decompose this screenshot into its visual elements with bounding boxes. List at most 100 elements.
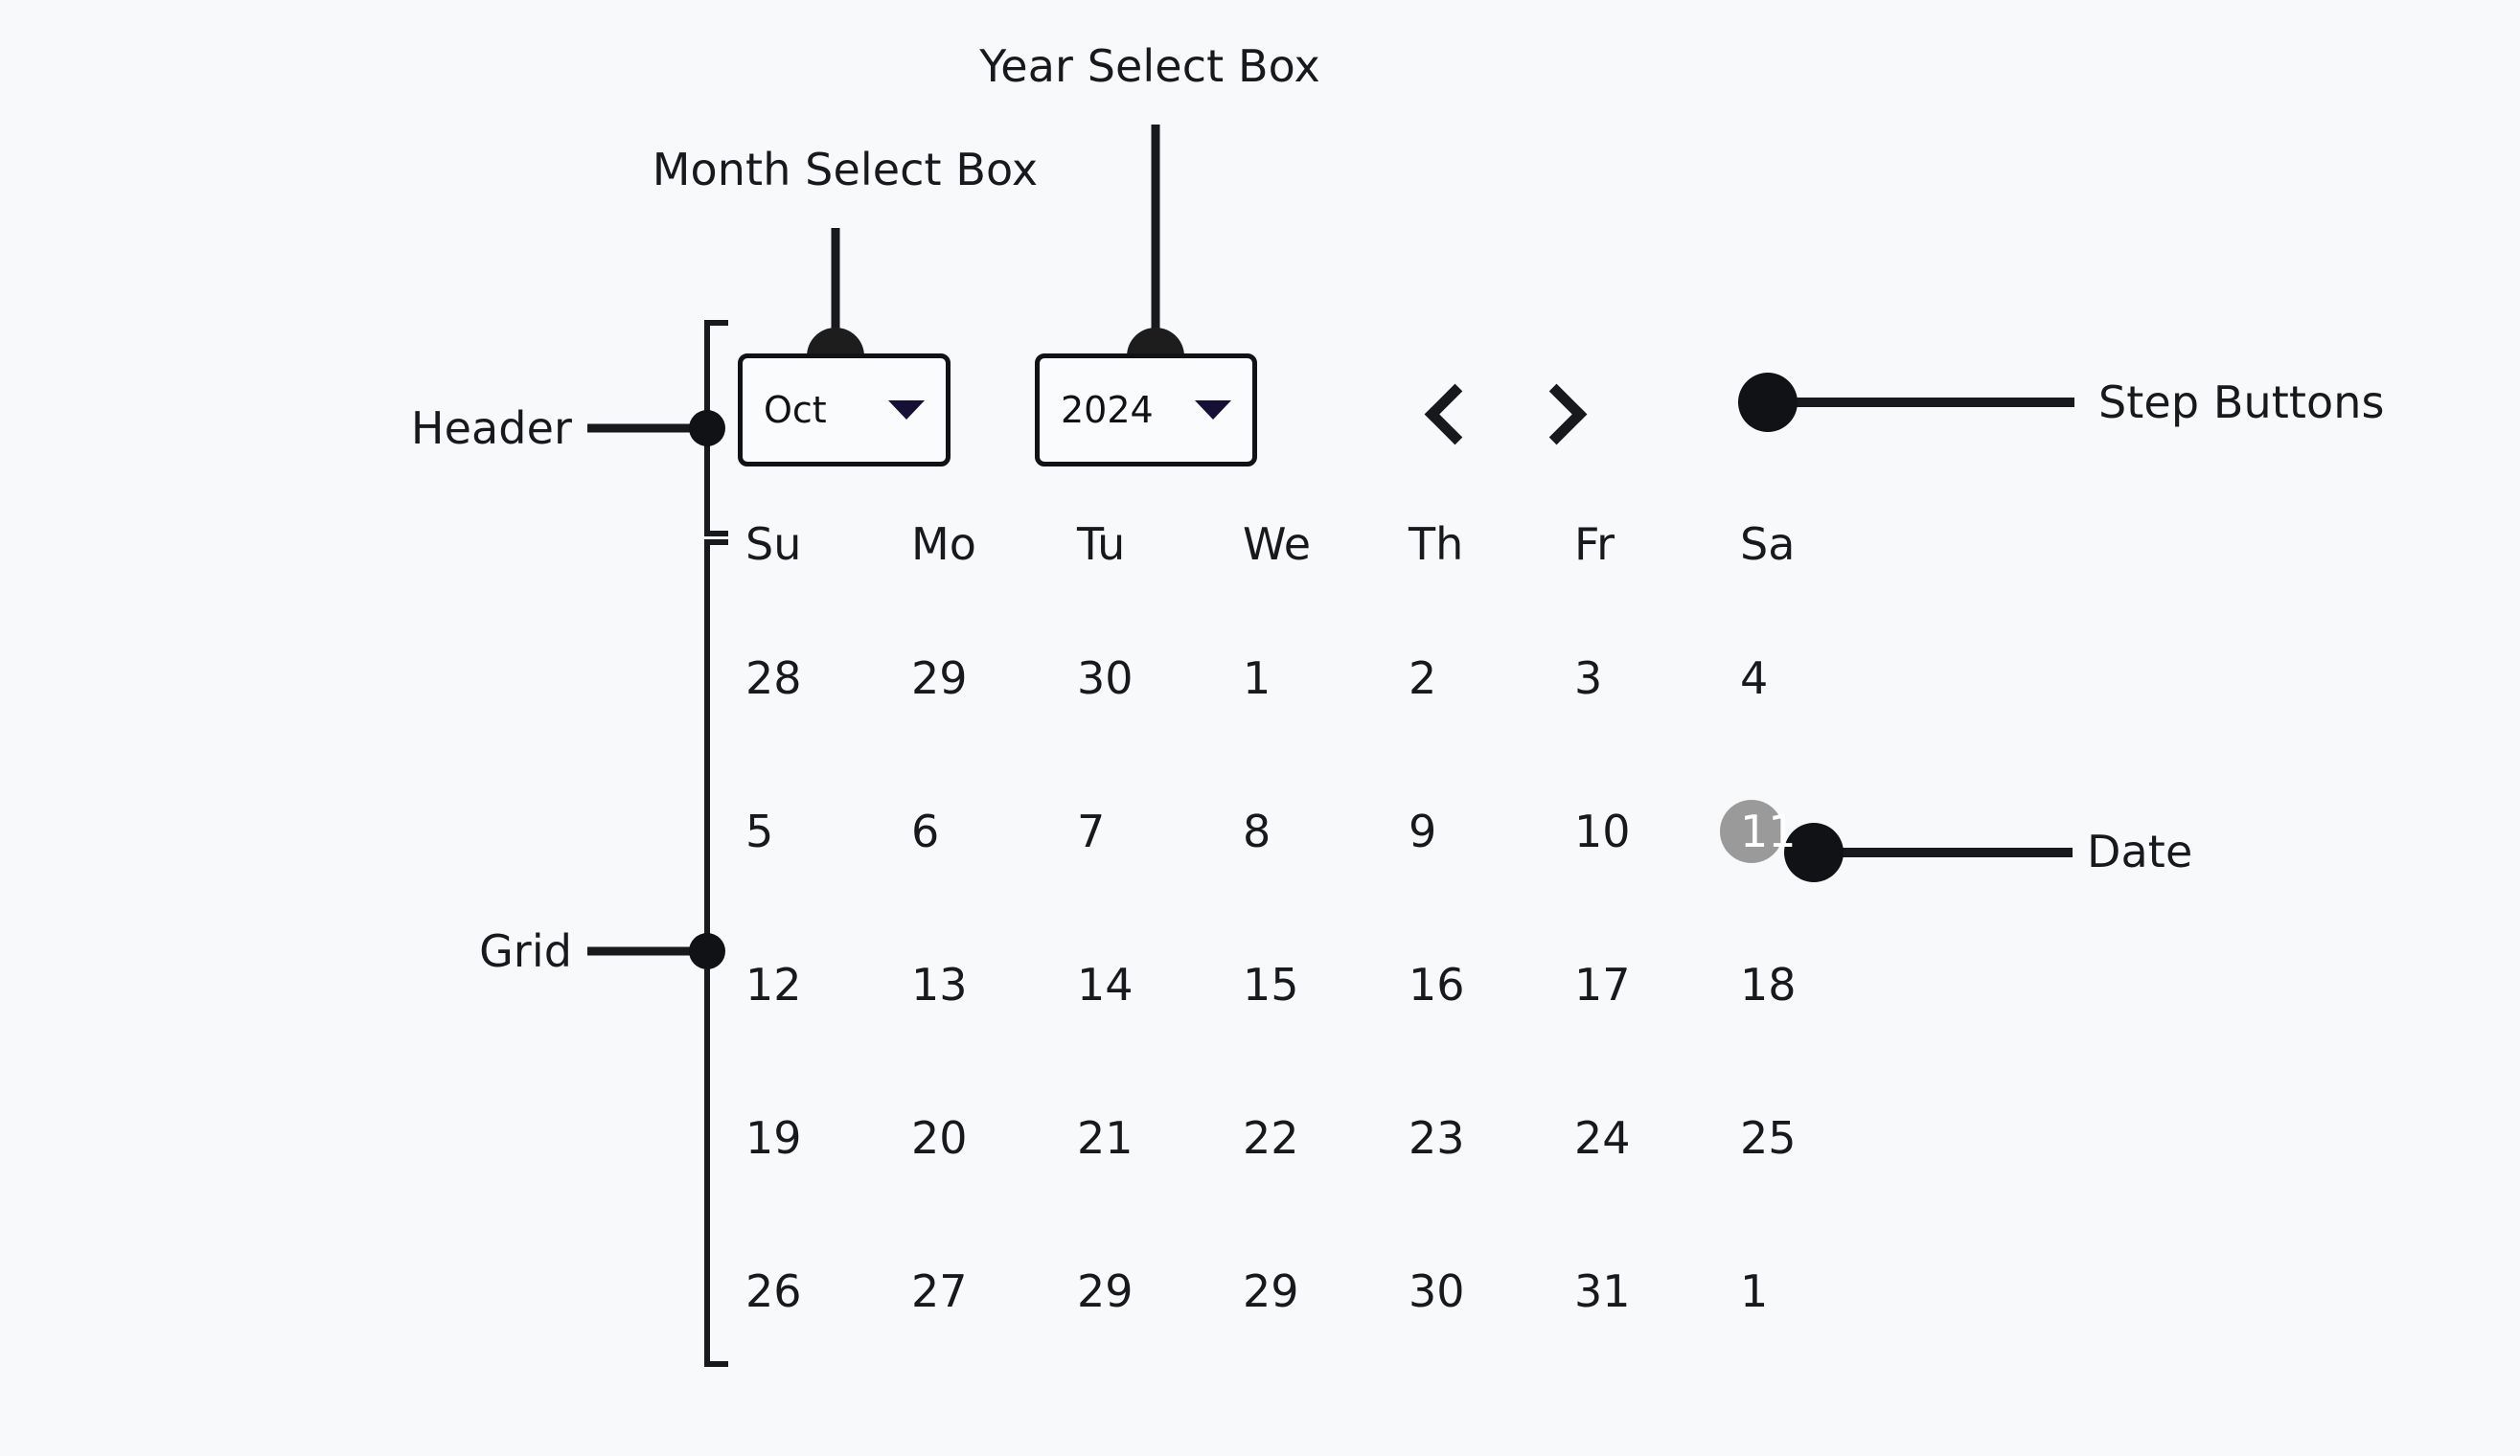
date-cell[interactable]: 29 [1069,1265,1235,1317]
date-cell-label: 10 [1574,806,1631,857]
date-cell[interactable]: 9 [1401,806,1567,857]
date-cell-label: 14 [1077,959,1134,1011]
weekday-label: Su [745,518,802,570]
date-cell[interactable]: 26 [738,1265,904,1317]
chevron-right-icon[interactable] [1533,383,1587,437]
date-cell-label: 16 [1409,959,1465,1011]
date-cell[interactable]: 23 [1401,1112,1567,1164]
date-cell-label: 29 [1243,1265,1299,1317]
step-buttons-group [1420,383,1587,437]
date-cell[interactable]: 22 [1235,1112,1401,1164]
grid-bracket [704,539,728,1367]
date-cell[interactable]: 3 [1567,652,1732,704]
annotation-label-month-select-box: Month Select Box [652,144,1039,195]
date-cell-label: 27 [911,1265,968,1317]
date-cell[interactable]: 10 [1567,806,1732,857]
weekday-label: Tu [1077,518,1126,570]
date-cell[interactable]: 7 [1069,806,1235,857]
date-cell-label: 15 [1243,959,1299,1011]
date-cell[interactable]: 24 [1567,1112,1732,1164]
month-select-value: Oct [764,388,827,431]
date-cell[interactable]: 12 [738,959,904,1011]
date-cell-label: 3 [1574,652,1603,704]
date-cell[interactable]: 13 [904,959,1069,1011]
chevron-down-icon [888,399,925,420]
date-cell[interactable]: 19 [738,1112,904,1164]
date-cell[interactable]: 4 [1732,652,1898,704]
weekday-header-row: Su Mo Tu We Th Fr Sa [738,487,1811,602]
date-cell-label: 18 [1740,959,1797,1011]
date-cell-label: 20 [911,1112,968,1164]
date-cell[interactable]: 25 [1732,1112,1898,1164]
date-cell-label: 17 [1574,959,1631,1011]
header-leader-dot [689,410,725,446]
grid-leader-dot [689,933,725,969]
date-cell-label: 7 [1077,806,1106,857]
date-cell-label: 31 [1574,1265,1631,1317]
date-cell[interactable]: 16 [1401,959,1567,1011]
date-cell-label: 13 [911,959,968,1011]
date-cell[interactable]: 31 [1567,1265,1732,1317]
date-picker-header: Oct 2024 [738,340,1811,479]
date-cell[interactable]: 17 [1567,959,1732,1011]
week-row: 19 20 21 22 23 24 25 [738,1061,1811,1215]
date-cell-label: 29 [911,652,968,704]
date-cell[interactable]: 30 [1069,652,1235,704]
week-row: 28 29 30 1 2 3 4 [738,602,1811,755]
date-cell-label: 5 [745,806,774,857]
date-cell-label: 23 [1409,1112,1465,1164]
date-cell-label: 9 [1409,806,1437,857]
year-select-box[interactable]: 2024 [1035,353,1257,466]
date-cell[interactable]: 5 [738,806,904,857]
date-grid: Su Mo Tu We Th Fr Sa 28 29 30 1 2 3 4 5 … [738,487,1811,1368]
chevron-left-icon[interactable] [1420,383,1474,437]
annotation-label-year-select-box: Year Select Box [979,40,1320,92]
date-cell-label: 19 [745,1112,802,1164]
month-select-box[interactable]: Oct [738,353,951,466]
date-cell[interactable]: 20 [904,1112,1069,1164]
date-cell-label: 4 [1740,652,1769,704]
date-cell[interactable]: 29 [1235,1265,1401,1317]
date-cell[interactable]: 1 [1235,652,1401,704]
date-cell-label: 11 [1740,806,1797,857]
date-cell[interactable]: 28 [738,652,904,704]
date-cell[interactable]: 6 [904,806,1069,857]
date-cell[interactable]: 2 [1401,652,1567,704]
date-cell-label: 8 [1243,806,1271,857]
weekday-label: Fr [1574,518,1615,570]
date-cell[interactable]: 30 [1401,1265,1567,1317]
date-cell[interactable]: 21 [1069,1112,1235,1164]
weekday-label: Sa [1740,518,1796,570]
date-cell[interactable]: 27 [904,1265,1069,1317]
date-picker-widget: Oct 2024 Su Mo Tu We Th Fr Sa [738,340,1811,1368]
date-cell[interactable]: 15 [1235,959,1401,1011]
annotation-label-date: Date [2087,826,2193,877]
date-cell-label: 29 [1077,1265,1134,1317]
date-cell-label: 2 [1409,652,1437,704]
date-cell[interactable]: 18 [1732,959,1898,1011]
date-cell[interactable]: 29 [904,652,1069,704]
header-bracket [704,320,728,536]
date-cell-label: 12 [745,959,802,1011]
annotation-label-header: Header [410,402,572,454]
weekday-label: Th [1409,518,1464,570]
date-cell-label: 1 [1740,1265,1769,1317]
date-cell-label: 26 [745,1265,802,1317]
date-cell-label: 6 [911,806,940,857]
date-cell[interactable]: 14 [1069,959,1235,1011]
date-cell-label: 25 [1740,1112,1797,1164]
date-cell[interactable]: 1 [1732,1265,1898,1317]
date-cell-selected[interactable]: 11 [1720,800,1898,863]
annotation-label-grid: Grid [479,925,572,977]
week-row: 26 27 29 29 30 31 1 [738,1215,1811,1368]
annotation-label-step-buttons: Step Buttons [2098,376,2385,428]
date-cell[interactable]: 8 [1235,806,1401,857]
weekday-label: We [1243,518,1312,570]
date-cell-label: 1 [1243,652,1271,704]
weekday-label: Mo [911,518,976,570]
date-cell-label: 22 [1243,1112,1299,1164]
week-row: 12 13 14 15 16 17 18 [738,908,1811,1061]
date-cell-label: 30 [1409,1265,1465,1317]
week-row: 5 6 7 8 9 10 11 [738,755,1811,908]
